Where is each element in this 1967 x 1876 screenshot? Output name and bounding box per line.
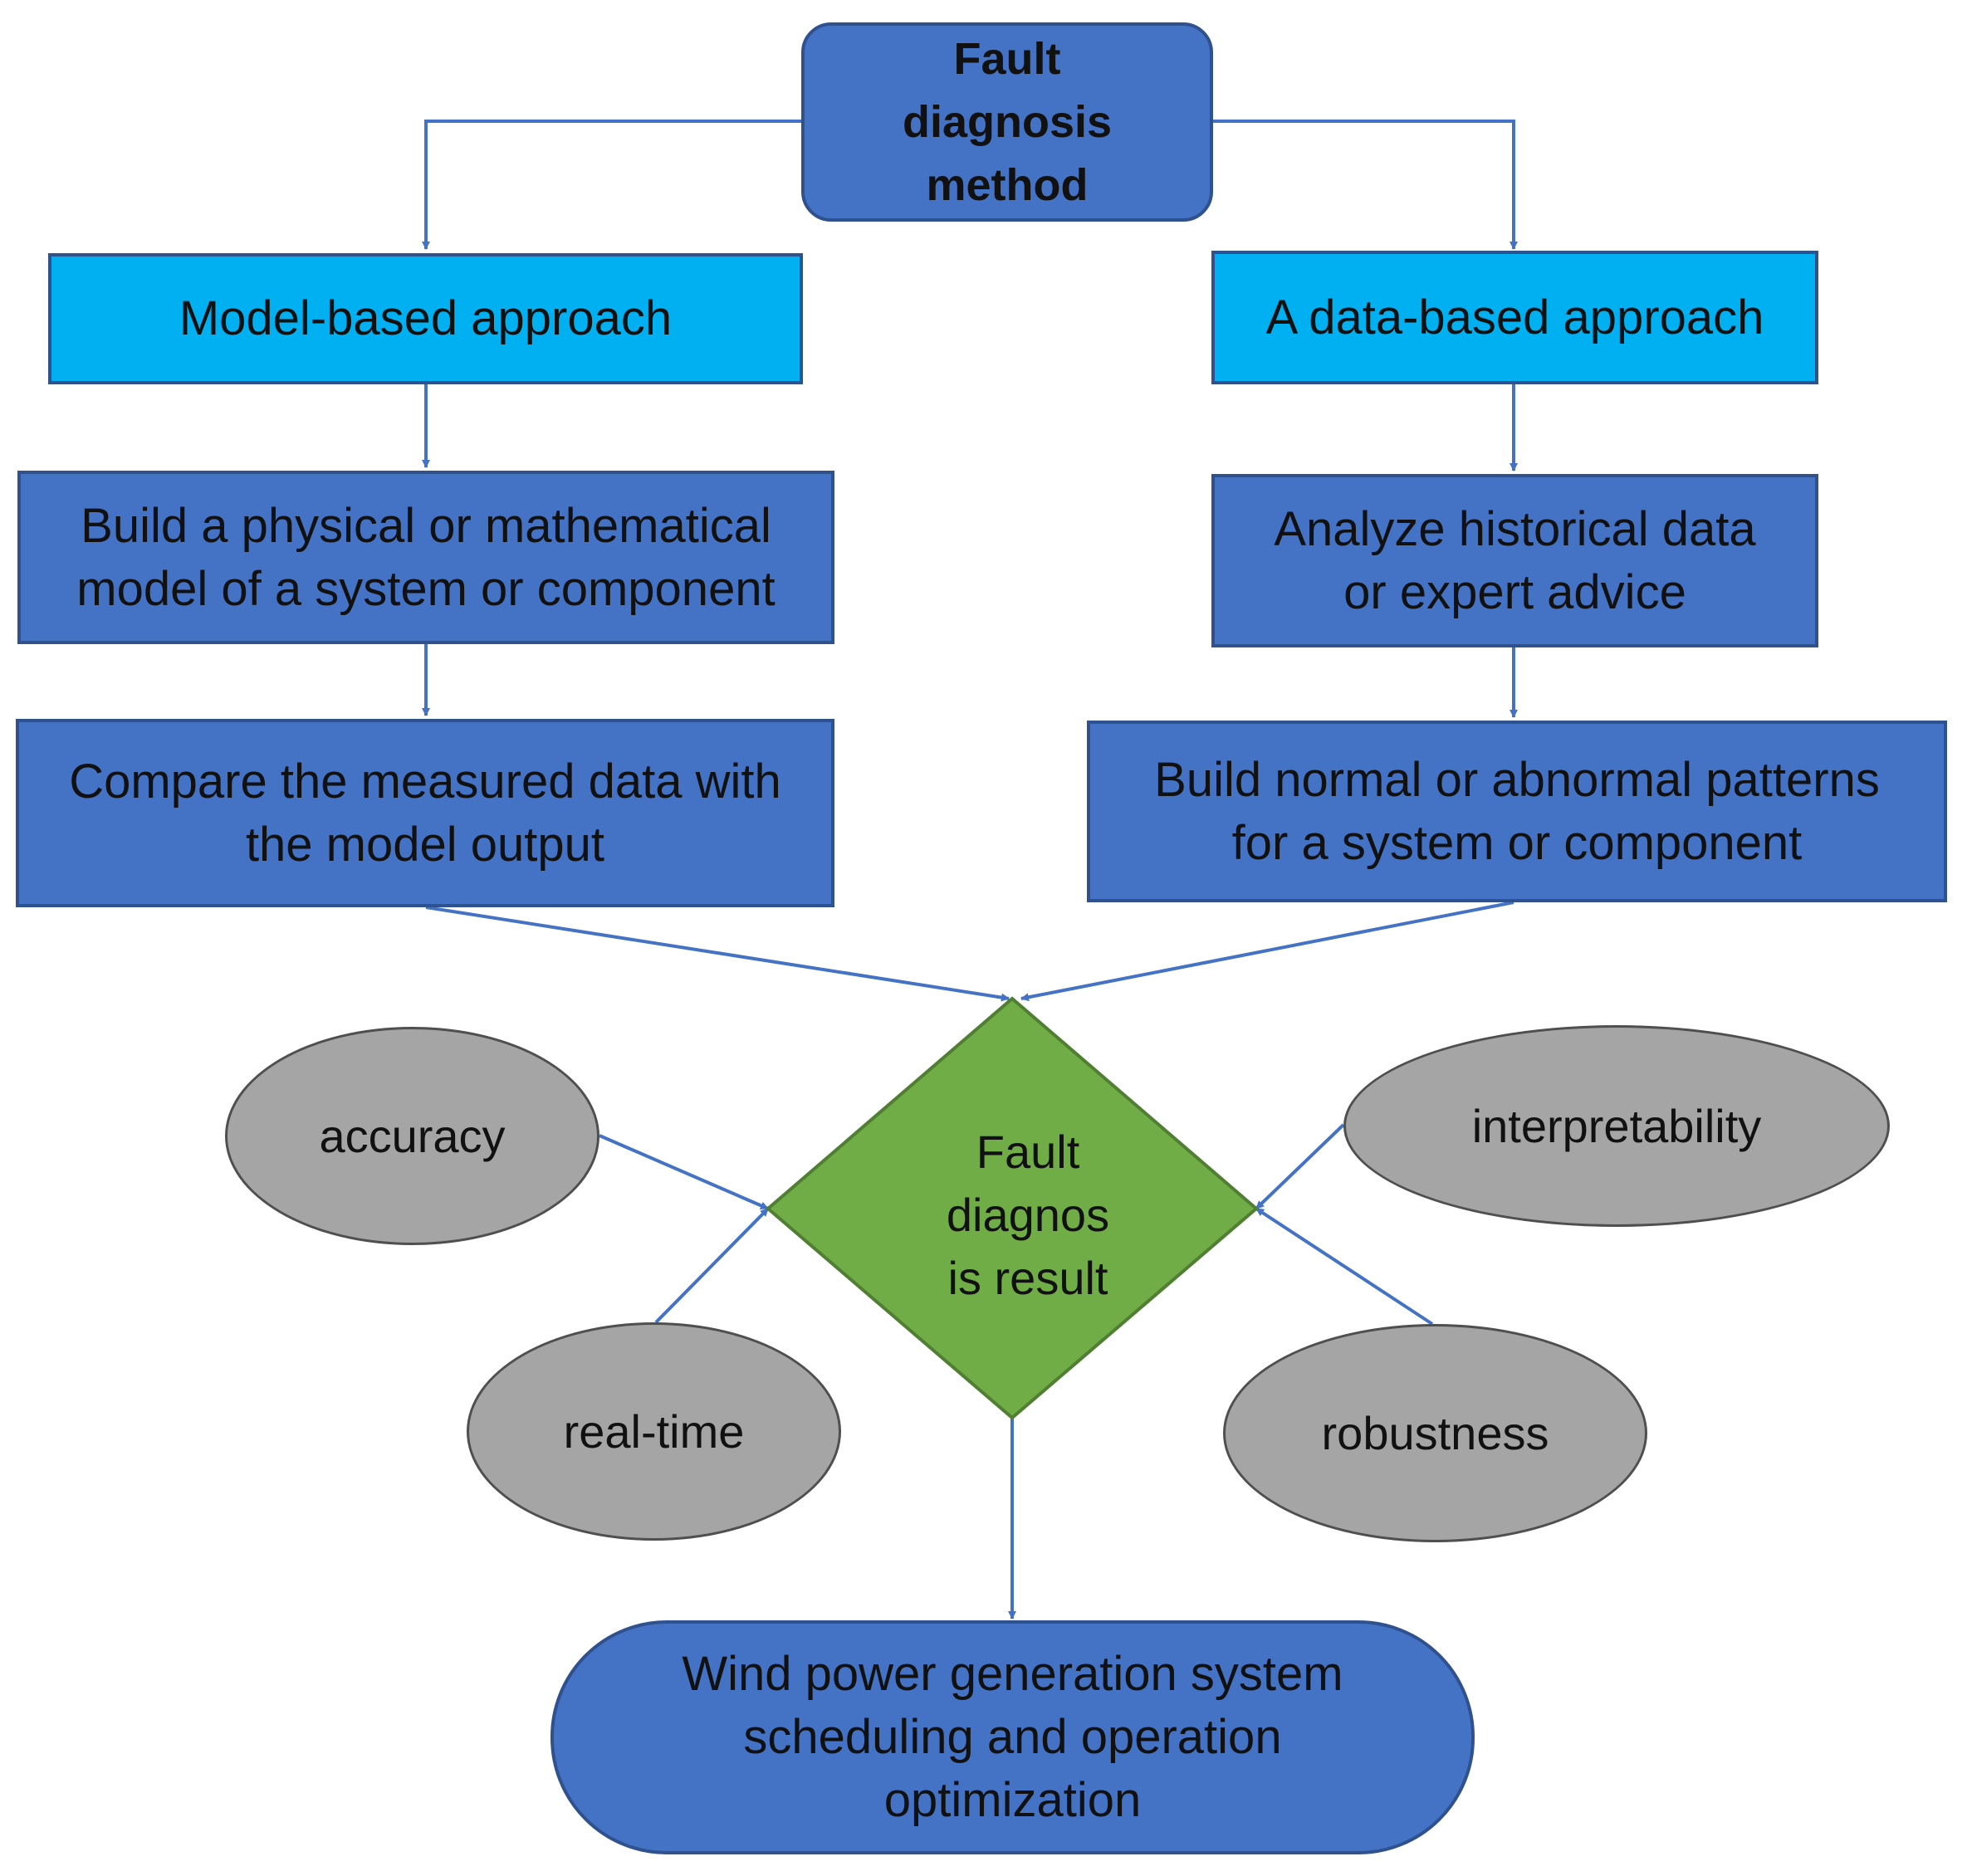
analyze-data-label-line: Analyze historical data: [1274, 501, 1756, 556]
result-label-line: is result: [947, 1252, 1108, 1304]
arrow-root-to-model: [422, 120, 801, 250]
accuracy-label: accuracy: [319, 1110, 506, 1162]
compare-measured-data-box: Compare the measured data with the model…: [16, 719, 834, 907]
wind-power-optimization-box: Wind power generation system scheduling …: [550, 1620, 1475, 1854]
compare-data-label-line: Compare the measured data with: [69, 754, 781, 809]
result-label-line: diagnos: [946, 1189, 1110, 1241]
data-based-approach-box: A data-based approach: [1211, 251, 1818, 384]
build-patterns-label-line: for a system or component: [1231, 815, 1803, 870]
build-patterns-label-line: Build normal or abnormal patterns: [1154, 752, 1880, 807]
real-time-label: real-time: [563, 1405, 745, 1458]
accuracy-ellipse: accuracy: [225, 1027, 599, 1245]
goal-label-line: optimization: [883, 1773, 1142, 1827]
robustness-label: robustness: [1321, 1407, 1549, 1459]
fault-diagnosis-method-box: Fault diagnosis method: [801, 22, 1213, 222]
model-based-approach-label: Model-based approach: [179, 291, 673, 345]
root-label-line: Fault: [953, 34, 1061, 84]
arrow-accuracy-to-result: [599, 1134, 769, 1210]
result-diamond-label: Fault diagnos is result: [870, 1121, 1186, 1310]
root-label-line: method: [926, 160, 1089, 210]
model-based-approach-box: Model-based approach: [48, 253, 803, 384]
build-model-label-line: Build a physical or mathematical: [81, 498, 771, 553]
build-model-box: Build a physical or mathematical model o…: [17, 471, 834, 644]
arrow-interpretability-to-result: [1255, 1123, 1345, 1210]
root-label-line: diagnosis: [902, 97, 1113, 147]
arrow-compare-to-result: [425, 906, 1010, 1002]
build-patterns-box: Build normal or abnormal patterns for a …: [1087, 721, 1947, 902]
analyze-historical-data-box: Analyze historical data or expert advice: [1211, 474, 1818, 647]
robustness-ellipse: robustness: [1223, 1324, 1647, 1542]
result-label-line: Fault: [976, 1126, 1080, 1178]
goal-label-line: scheduling and operation: [743, 1710, 1282, 1764]
build-model-label-line: model of a system or component: [76, 561, 776, 616]
analyze-data-label-line: or expert advice: [1343, 564, 1686, 619]
arrow-patterns-to-result: [1020, 901, 1514, 1002]
interpretability-label: interpretability: [1471, 1100, 1762, 1152]
arrow-robustness-to-result: [1255, 1207, 1434, 1326]
compare-data-label-line: the model output: [245, 817, 605, 872]
goal-label-line: Wind power generation system: [682, 1647, 1343, 1701]
arrow-realtime-to-result: [654, 1207, 770, 1324]
interpretability-ellipse: interpretability: [1343, 1025, 1890, 1227]
result-diamond: [765, 996, 1260, 1420]
real-time-ellipse: real-time: [467, 1322, 841, 1541]
arrow-root-to-data: [1213, 120, 1518, 250]
data-based-approach-label: A data-based approach: [1265, 290, 1764, 344]
